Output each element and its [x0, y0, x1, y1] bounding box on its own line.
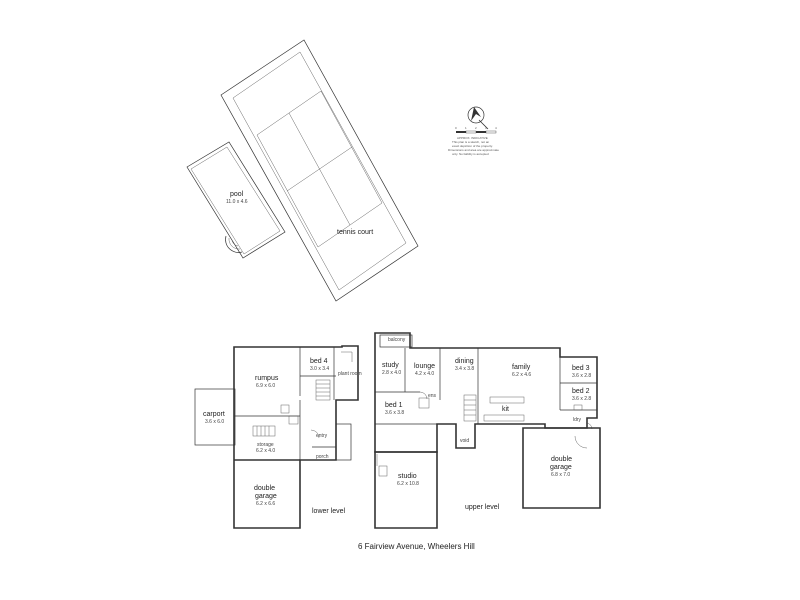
room-label: plant room — [338, 371, 362, 377]
room-dims: 3.6 x 2.8 — [572, 373, 591, 379]
room-label: ens — [428, 393, 437, 399]
room-dims: 3.0 x 3.4 — [310, 366, 329, 372]
room-label: kit — [502, 406, 509, 413]
legend-note: only. No liability is accepted — [452, 152, 489, 156]
balcony — [379, 334, 413, 348]
room-dims: 6.9 x 6.0 — [256, 383, 275, 389]
room-label: bed 2 — [572, 388, 590, 395]
room-dims: 6.2 x 4.0 — [256, 448, 275, 454]
scale-tick: 2 — [475, 126, 477, 130]
room-label: lounge — [414, 363, 435, 370]
room-label: study — [382, 362, 399, 369]
carport — [194, 388, 236, 446]
scale-tick: 1 — [465, 126, 467, 130]
tennis-court: tennis court — [220, 39, 419, 302]
room-label: entry — [316, 433, 328, 439]
room-label: bed 3 — [572, 365, 590, 372]
room-label: garage — [550, 464, 572, 471]
room-dims: 4.2 x 4.0 — [415, 371, 434, 377]
scale-tick: 0 — [455, 126, 457, 130]
room-label: storage — [257, 442, 274, 448]
room-label: balcony — [388, 337, 406, 343]
room-label: bed 4 — [310, 358, 328, 365]
room-dims: 6.2 x 6.6 — [256, 501, 275, 507]
north-arrow-icon — [467, 106, 485, 124]
room-label: garage — [255, 493, 277, 500]
scale-tick: 4 — [495, 126, 497, 130]
tennis-court-label: tennis court — [337, 229, 373, 236]
legend-note: This plan is a sketch, not an — [452, 140, 490, 144]
room-label: bed 1 — [385, 402, 403, 409]
room-dims: 3.6 x 6.0 — [205, 419, 224, 425]
legend-note: exact depiction of the property. — [452, 144, 493, 148]
room-dims: 3.4 x 3.8 — [455, 366, 474, 372]
room-label: dining — [455, 358, 474, 365]
room-label: double — [254, 485, 275, 492]
room-dims: 3.6 x 3.8 — [385, 410, 404, 416]
pool-label: pool — [230, 191, 244, 198]
room-dims: 6.2 x 10.8 — [397, 481, 419, 487]
room-dims: 3.6 x 2.8 — [572, 396, 591, 402]
room-label: porch — [316, 454, 329, 460]
room-label: family — [512, 364, 531, 371]
legend-note: Dimensions and area are approximate — [448, 148, 499, 152]
room-dims: 2.8 x 4.0 — [382, 370, 401, 376]
level-label: upper level — [465, 504, 500, 511]
room-dims: 6.8 x 7.0 — [551, 472, 570, 478]
room-label: carport — [203, 411, 225, 418]
legend-note: APPROX. INDICATIVE — [457, 136, 488, 140]
upper-level: balcony study 2.8 x 4.0 lounge 4.2 x 4.0… — [374, 332, 601, 529]
level-label: lower level — [312, 508, 346, 515]
room-label: double — [551, 456, 572, 463]
room-label: rumpus — [255, 375, 279, 382]
lower-level: rumpus 6.9 x 6.0 bed 4 3.0 x 3.4 plant r… — [194, 345, 362, 529]
room-dims: 6.2 x 4.6 — [512, 372, 531, 378]
legend: 0 1 2 3 4 APPROX. INDICATIVE This plan i… — [448, 106, 499, 156]
room-label: void — [460, 438, 469, 444]
pool: pool 11.0 x 4.6 — [186, 141, 286, 259]
scale-bar: 0 1 2 3 4 — [455, 126, 497, 134]
upper-stairs — [463, 394, 477, 422]
address-caption: 6 Fairview Avenue, Wheelers Hill — [358, 542, 475, 551]
room-label: studio — [398, 473, 417, 480]
lower-stairs — [252, 379, 331, 437]
pool-dims: 11.0 x 4.6 — [226, 199, 248, 205]
room-label: ldry — [573, 417, 582, 423]
scale-tick: 3 — [485, 126, 487, 130]
